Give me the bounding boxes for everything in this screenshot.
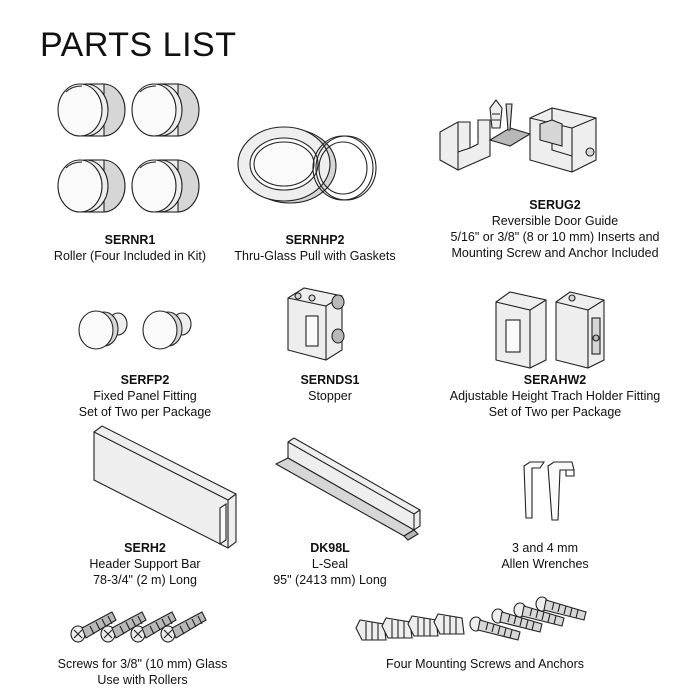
part-code: SERNR1 — [104, 233, 156, 247]
page-title: PARTS LIST — [40, 26, 237, 64]
part-description: 95" (2413 mm) Long — [273, 573, 387, 587]
part-description: Roller (Four Included in Kit) — [53, 249, 207, 263]
part-description: Thru-Glass Pull with Gaskets — [234, 249, 396, 263]
part-caption-sernds1: SERNDS1 Stopper — [240, 372, 420, 404]
part-description: 3 and 4 mm — [511, 541, 578, 555]
part-description: Screws for 3/8" (10 mm) Glass — [57, 657, 228, 671]
part-description: Reversible Door Guide — [491, 214, 619, 228]
part-caption-mounting-screws: Four Mounting Screws and Anchors — [370, 656, 600, 672]
part-description: Mounting Screw and Anchor Included — [451, 246, 659, 260]
part-caption-serug2: SERUG2 Reversible Door Guide 5/16" or 3/… — [425, 197, 685, 261]
part-description: 5/16" or 3/8" (8 or 10 mm) Inserts and — [450, 230, 660, 244]
part-code: SERUG2 — [529, 198, 581, 212]
part-description: 78-3/4" (2 m) Long — [93, 573, 197, 587]
part-description: Allen Wrenches — [501, 557, 589, 571]
part-caption-dk98l: DK98L L-Seal 95" (2413 mm) Long — [240, 540, 420, 588]
part-code: SERH2 — [124, 541, 166, 555]
part-description: Fixed Panel Fitting — [93, 389, 197, 403]
part-caption-sernr1: SERNR1 Roller (Four Included in Kit) — [40, 232, 220, 264]
part-code: SERAHW2 — [523, 373, 587, 387]
part-description: Set of Two per Package — [78, 405, 212, 419]
part-code: SERNDS1 — [300, 373, 360, 387]
part-caption-serahw2: SERAHW2 Adjustable Height Trach Holder F… — [420, 372, 690, 420]
part-description: Adjustable Height Trach Holder Fitting — [449, 389, 661, 403]
part-caption-sernhp2: SERNHP2 Thru-Glass Pull with Gaskets — [225, 232, 405, 264]
part-caption-serh2: SERH2 Header Support Bar 78-3/4" (2 m) L… — [55, 540, 235, 588]
part-caption-allen-wrenches: 3 and 4 mm Allen Wrenches — [455, 540, 635, 572]
part-description: Use with Rollers — [97, 673, 188, 687]
part-code: DK98L — [310, 541, 350, 555]
part-caption-roller-screws: Screws for 3/8" (10 mm) Glass Use with R… — [40, 656, 245, 688]
part-description: L-Seal — [311, 557, 349, 571]
part-description: Set of Two per Package — [488, 405, 622, 419]
part-code: SERFP2 — [120, 373, 170, 387]
part-description: Header Support Bar — [89, 557, 201, 571]
part-code: SERNHP2 — [285, 233, 345, 247]
part-description: Stopper — [308, 389, 352, 403]
part-description: Four Mounting Screws and Anchors — [385, 657, 585, 671]
part-caption-serfp2: SERFP2 Fixed Panel Fitting Set of Two pe… — [55, 372, 235, 420]
